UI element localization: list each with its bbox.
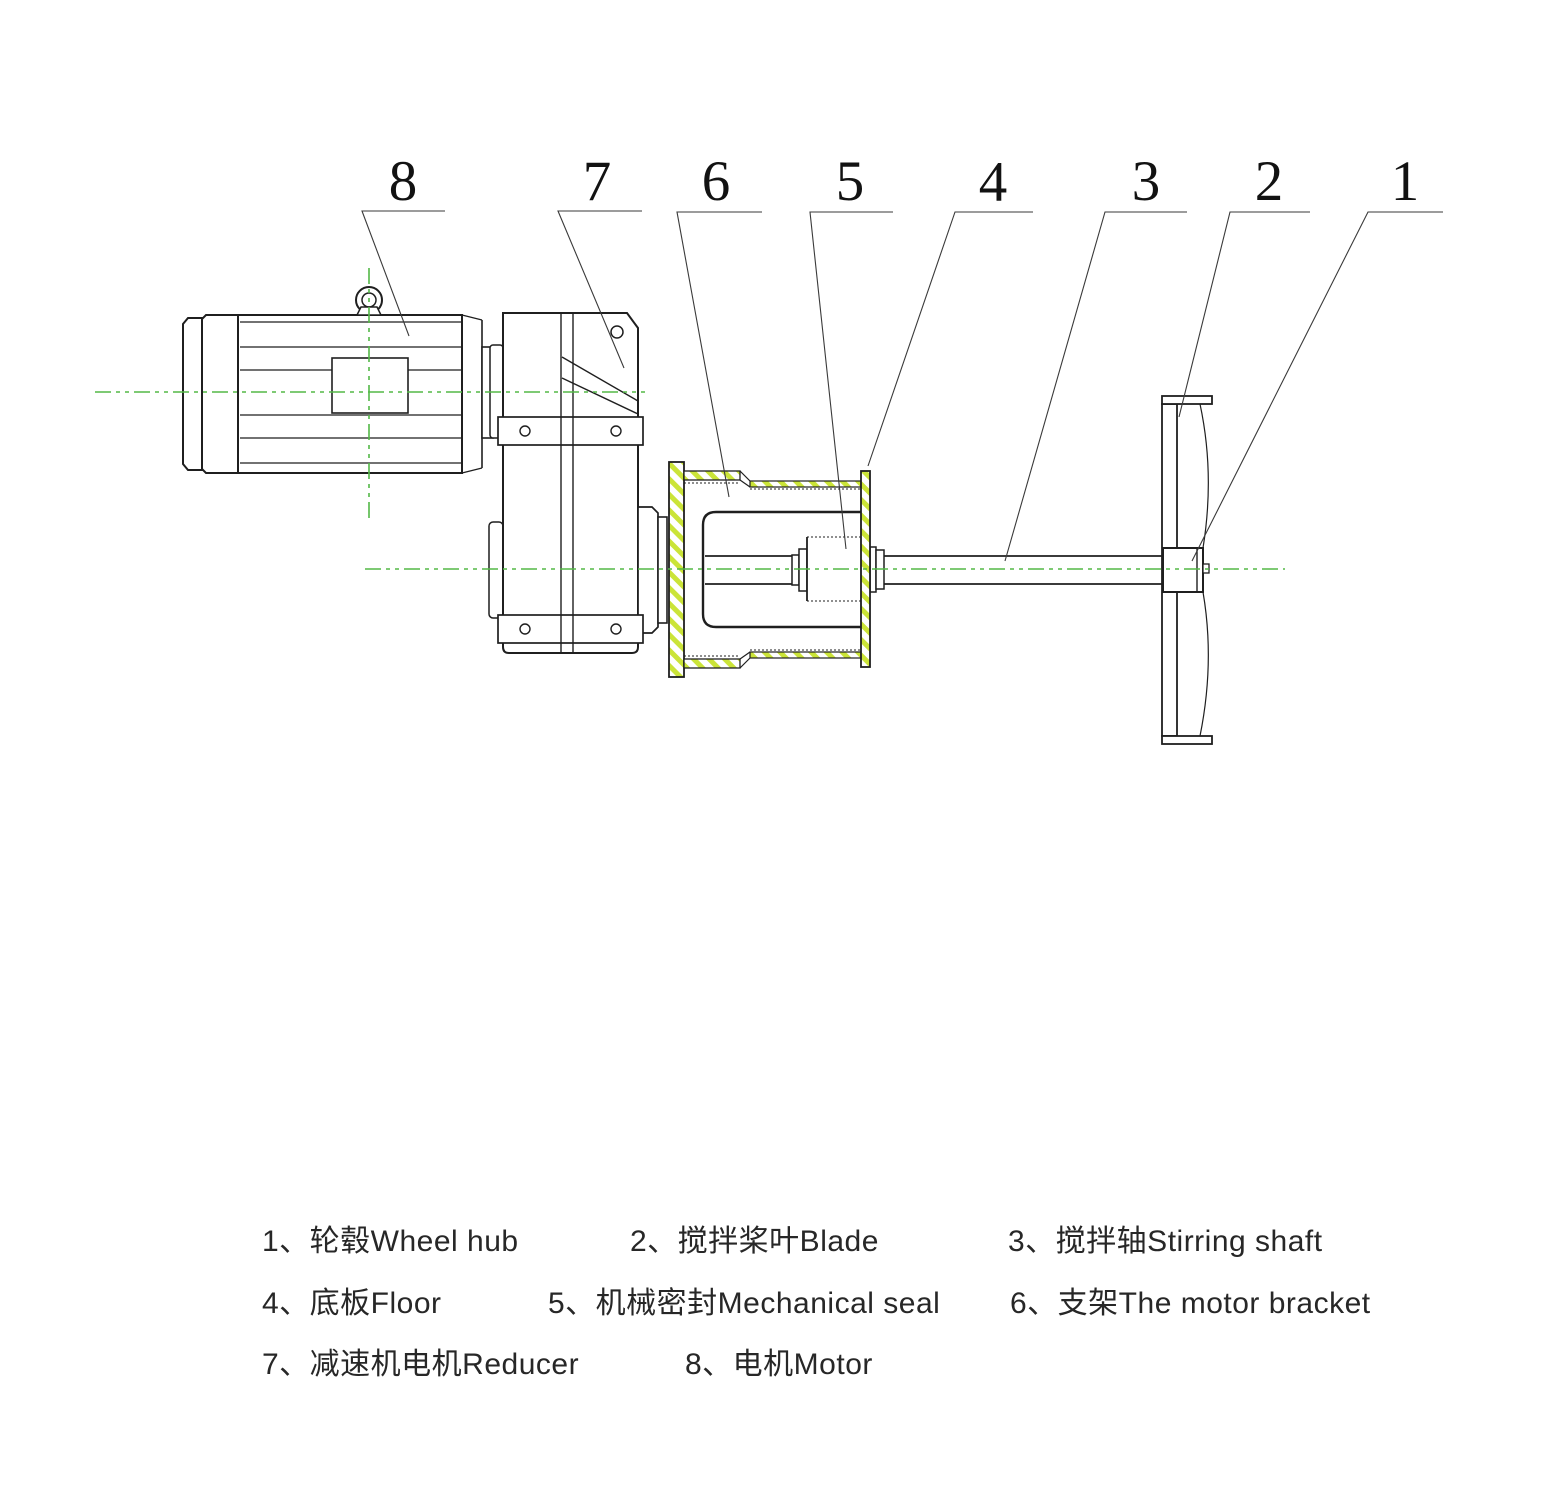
callout-number-2: 2	[1255, 150, 1284, 213]
motor-fan-cap-inner	[201, 314, 239, 474]
blade-bottom-cap	[1161, 735, 1213, 745]
reducer-output-ring	[657, 516, 668, 624]
leader-4	[867, 211, 1033, 467]
centerlines	[95, 268, 1285, 570]
reducer-lower-stub	[488, 521, 504, 619]
reducer-housing	[502, 312, 639, 654]
wheel-hub	[1162, 547, 1210, 593]
leader-6	[676, 211, 762, 498]
blade-top-cap	[1161, 395, 1213, 405]
callout-number-5: 5	[836, 150, 865, 213]
motor-fan-cap-outer	[182, 317, 203, 471]
motor-fins	[240, 321, 462, 464]
motor-bracket	[668, 461, 862, 678]
callout-number-3: 3	[1132, 150, 1161, 213]
leader-7	[557, 210, 642, 369]
callout-number-4: 4	[979, 151, 1008, 214]
leader-1	[1191, 211, 1443, 562]
callout-leaders	[361, 210, 1443, 562]
reducer-output-boss	[637, 506, 659, 634]
leader-8	[361, 210, 445, 337]
leader-2	[1178, 211, 1310, 418]
bracket-lantern-cup	[701, 510, 861, 629]
leader-3	[1004, 211, 1187, 562]
leader-5	[809, 211, 893, 550]
callout-numbers: 8 7 6 5 4 3 2 1	[389, 150, 1420, 214]
reducer	[488, 312, 668, 654]
callout-number-7: 7	[583, 150, 612, 213]
motor-terminal-box	[331, 357, 409, 414]
callout-number-1: 1	[1391, 150, 1420, 213]
reducer-corner-hole	[610, 325, 624, 339]
callout-number-6: 6	[702, 150, 731, 213]
stirring-shaft	[705, 555, 1163, 585]
callout-number-8: 8	[389, 150, 418, 213]
motor	[182, 286, 494, 474]
